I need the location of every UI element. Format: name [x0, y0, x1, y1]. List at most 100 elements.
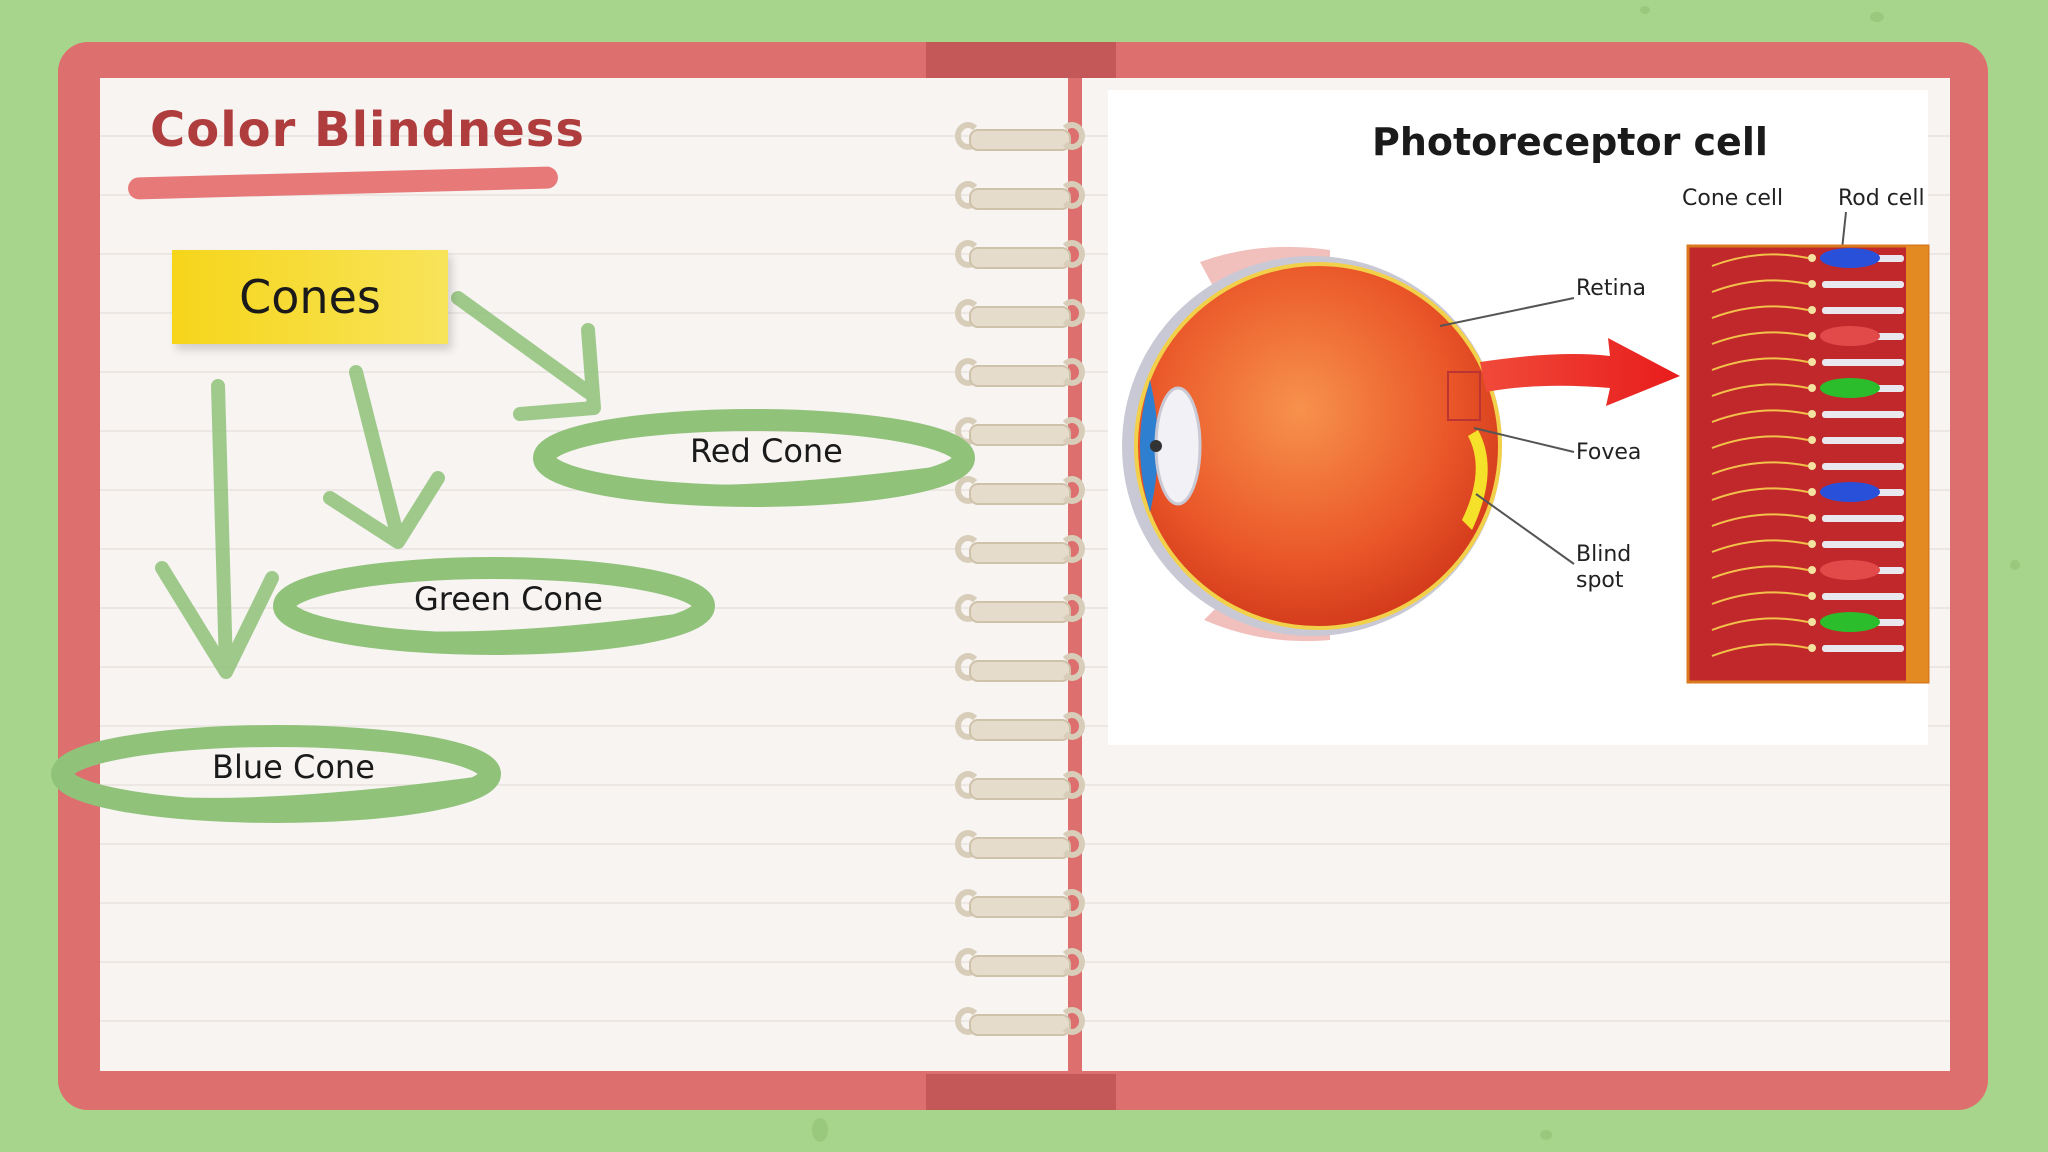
cone-cell-shape	[1820, 378, 1880, 398]
slide-title: Color Blindness	[150, 102, 585, 158]
spiral-ring	[955, 769, 1085, 805]
left-page	[100, 78, 1070, 1071]
pupil	[1150, 440, 1162, 452]
rod-cell-shape	[1822, 359, 1904, 366]
spiral-ring	[955, 179, 1085, 215]
spiral-ring	[955, 297, 1085, 333]
cell-nucleus	[1808, 254, 1816, 262]
cell-nucleus	[1808, 644, 1816, 652]
spiral-ring	[955, 946, 1085, 982]
zoom-arrow	[1480, 338, 1680, 406]
cones-label: Cones	[239, 270, 381, 324]
green-cone-highlight-stroke	[295, 611, 705, 642]
spine-top-band	[926, 42, 1116, 78]
spiral-ring	[955, 120, 1085, 156]
background-speck	[812, 1118, 828, 1142]
arrow-to-red-cone	[451, 291, 595, 399]
nerve-fiber	[1711, 435, 1809, 449]
spiral-ring	[955, 887, 1085, 923]
nerve-fiber	[1711, 539, 1809, 553]
blue-cone-label: Blue Cone	[212, 748, 375, 786]
cone-cell-shape	[1820, 248, 1880, 268]
nerve-fiber	[1711, 617, 1809, 631]
nerve-fiber	[1711, 383, 1809, 397]
spiral-ring	[955, 415, 1085, 451]
rod-cell-shape	[1822, 307, 1904, 314]
eyeball	[1134, 262, 1502, 630]
arrow-to-blue-cone	[211, 379, 233, 675]
spiral-ring	[955, 533, 1085, 569]
spiral-binding	[955, 120, 1085, 1064]
red-cone-label: Red Cone	[690, 432, 843, 470]
cell-nucleus	[1808, 514, 1816, 522]
spiral-ring	[955, 710, 1085, 746]
cell-nucleus	[1808, 436, 1816, 444]
cone-cell-shape	[1820, 482, 1880, 502]
background-speck	[1540, 1130, 1552, 1140]
rod-cell-shape	[1822, 437, 1904, 444]
cell-nucleus	[1808, 488, 1816, 496]
green-cone-highlight	[273, 557, 715, 655]
rod-cell-label: Rod cell	[1838, 186, 1925, 211]
nerve-fiber	[1711, 643, 1809, 657]
nerve-fiber	[1711, 487, 1809, 501]
red-cone-highlight-stroke	[555, 465, 955, 495]
nerve-fiber	[1711, 253, 1809, 267]
spiral-ring	[955, 238, 1085, 274]
background-speck	[1640, 6, 1650, 14]
blind-spot	[1462, 430, 1488, 530]
green-cone-label: Green Cone	[414, 580, 603, 618]
spiral-ring	[955, 356, 1085, 392]
blue-cone-highlight	[51, 725, 501, 823]
arrowhead-red-cone	[513, 323, 601, 421]
nerve-fiber	[1711, 409, 1809, 423]
cell-nucleus	[1808, 592, 1816, 600]
cell-nucleus	[1808, 280, 1816, 288]
iris	[1140, 380, 1158, 512]
cone-cell-shape	[1820, 560, 1880, 580]
background-speck	[1870, 12, 1884, 22]
nerve-fiber	[1711, 279, 1809, 293]
arrowhead-green-cone	[323, 471, 445, 549]
nerve-fiber	[1711, 331, 1809, 345]
blind-spot-label-line2: spot	[1576, 568, 1624, 593]
cell-nucleus	[1808, 462, 1816, 470]
spiral-ring	[955, 1005, 1085, 1041]
nerve-fiber	[1711, 591, 1809, 605]
cone-cell-shape	[1820, 326, 1880, 346]
cone-cell-shape	[1820, 612, 1880, 632]
spiral-ring	[955, 828, 1085, 864]
nerve-fiber	[1711, 513, 1809, 527]
cell-nucleus	[1808, 618, 1816, 626]
spiral-ring	[955, 651, 1085, 687]
diagram-title: Photoreceptor cell	[1372, 120, 1768, 164]
cell-nucleus	[1808, 566, 1816, 574]
blind-spot-label-line1: Blind	[1576, 542, 1632, 567]
nerve-fiber	[1711, 305, 1809, 319]
cell-nucleus	[1808, 540, 1816, 548]
nerve-fiber	[1711, 461, 1809, 475]
fovea-label: Fovea	[1576, 440, 1642, 465]
spiral-ring	[955, 592, 1085, 628]
rod-cell-shape	[1822, 541, 1904, 548]
cell-nucleus	[1808, 358, 1816, 366]
rod-cell-shape	[1822, 515, 1904, 522]
red-cone-highlight	[533, 409, 975, 507]
cell-nucleus	[1808, 410, 1816, 418]
cone-cell-label: Cone cell	[1682, 186, 1784, 211]
background-speck	[2010, 560, 2020, 570]
arrowhead-blue-cone	[155, 561, 279, 679]
rod-cell-shape	[1822, 593, 1904, 600]
rod-cell-shape	[1822, 463, 1904, 470]
cell-nucleus	[1808, 384, 1816, 392]
fovea-marker	[1447, 371, 1481, 421]
nerve-fiber	[1711, 357, 1809, 371]
rod-cell-shape	[1822, 281, 1904, 288]
spiral-ring	[955, 474, 1085, 510]
rod-cell-shape	[1822, 645, 1904, 652]
cell-nucleus	[1808, 332, 1816, 340]
rod-cell-shape	[1822, 411, 1904, 418]
retina-label: Retina	[1576, 276, 1646, 301]
